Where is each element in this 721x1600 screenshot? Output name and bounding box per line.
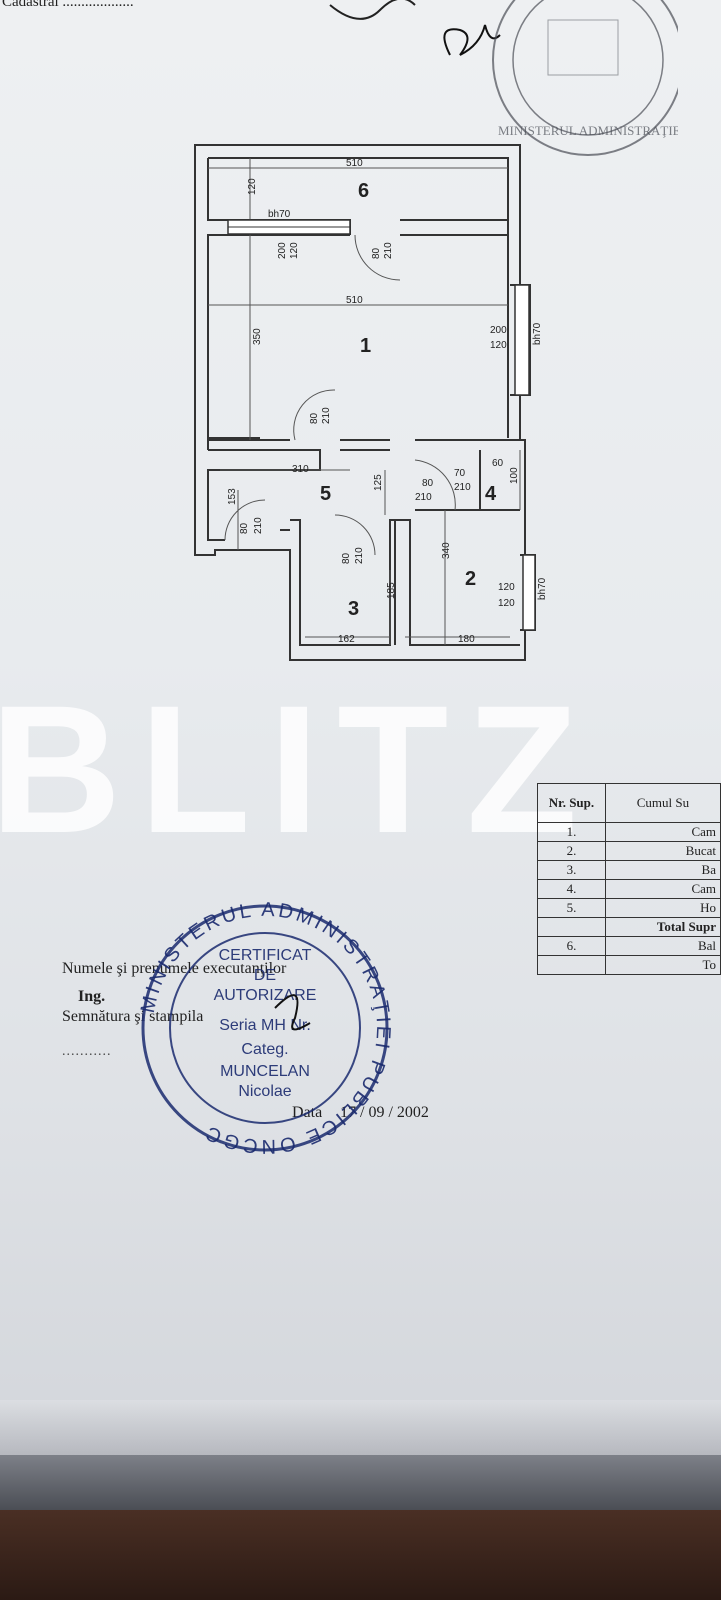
dim-win-right-label: bh70	[532, 322, 543, 345]
stamp-top-text: MINISTERUL ADMINISTRAŢIEI ONCGC	[498, 123, 678, 138]
table-cell: Bal	[604, 936, 721, 956]
handwritten-signature-top	[443, 24, 501, 56]
dim-w162: 162	[338, 634, 355, 645]
dim-door3-w: 80	[309, 412, 320, 424]
table-cell: 3.	[537, 860, 606, 880]
dim-door1-h: 120	[289, 242, 300, 259]
room-label-3: 3	[348, 598, 359, 620]
dim-hall-width: 310	[292, 464, 309, 475]
dim-door2-w: 80	[371, 247, 382, 259]
document-paper	[0, 0, 721, 1455]
dim-door6-h: 210	[354, 547, 365, 564]
dim-d210: 210	[454, 482, 471, 493]
binder-strip	[0, 1455, 721, 1510]
stamp-line-firstname: Nicolae	[238, 1083, 291, 1100]
dim-door5-w: 80	[239, 522, 250, 534]
authorization-stamp: MINISTERUL ADMINISTRAŢIEI PUBLICE ONCGC …	[137, 899, 391, 1157]
table-cell: 2.	[537, 841, 606, 861]
table-row: To	[537, 955, 721, 975]
room-label-2: 2	[465, 568, 476, 590]
table-cell: Cam	[604, 879, 721, 899]
watermark-text: BLITZ	[0, 700, 596, 840]
table-cell: 6.	[537, 936, 606, 956]
sign-label: Semnătura şi stampila	[62, 1008, 204, 1025]
dim-room1-height: 350	[252, 328, 263, 345]
table-cell: 4.	[537, 879, 606, 899]
dim-door4-w: 80	[422, 478, 434, 489]
table-cell: To	[604, 955, 721, 975]
dim-left-top: 120	[247, 178, 258, 195]
dim-door5-h: 210	[253, 517, 264, 534]
table-row: 3.Ba	[537, 860, 721, 880]
dim-d60: 60	[492, 458, 504, 469]
table-cell: Ba	[604, 860, 721, 880]
dim-d100: 100	[509, 467, 520, 484]
table-row: 6.Bal	[537, 936, 721, 956]
table-header-row: Nr. Sup. Cumul Su	[537, 783, 721, 823]
table-cell: Bucat	[604, 841, 721, 861]
stamp-line-name: MUNCELAN	[220, 1063, 310, 1080]
dim-door2-h: 210	[383, 242, 394, 259]
wooden-floor	[0, 1510, 721, 1600]
signature-dots: ...........	[62, 1044, 112, 1059]
dim-left-153: 153	[227, 488, 238, 505]
table-row: 1.Cam	[537, 822, 721, 842]
dim-top-width: 510	[346, 158, 363, 169]
table-cell	[537, 917, 606, 937]
blitz-watermark: BLITZ	[0, 700, 596, 840]
table-cell: Ho	[604, 898, 721, 918]
executant-name-label: Numele şi prenumele executanţilor	[62, 960, 287, 977]
dim-d70: 70	[454, 468, 466, 479]
room-label-6: 6	[358, 180, 369, 202]
table-row: 2.Bucat	[537, 841, 721, 861]
dim-win2-label: bh70	[537, 577, 548, 600]
room-label-1: 1	[360, 335, 371, 357]
dim-win-right-w: 200	[490, 325, 507, 336]
table-row: Total Supr	[537, 917, 721, 937]
dim-win2-h: 120	[498, 598, 515, 609]
dim-mid-width: 510	[346, 295, 363, 306]
stamp-top-right: MINISTERUL ADMINISTRAŢIEI ONCGC	[492, 0, 678, 156]
stamp-line-certificat: CERTIFICAT	[219, 947, 312, 964]
table-cell: Total Supr	[604, 917, 721, 937]
dim-win2-w: 120	[498, 582, 515, 593]
table-row: 4.Cam	[537, 879, 721, 899]
dim-hall-h: 125	[373, 474, 384, 491]
header-cumul: Cumul Su	[604, 783, 721, 823]
stamp-signature-scribble	[274, 994, 311, 1031]
stamp-line-seria: Seria MH Nr.	[219, 1017, 311, 1034]
surface-table: Nr. Sup. Cumul Su 1.Cam 2.Bucat 3.Ba 4.C…	[537, 783, 721, 975]
dim-w180: 180	[458, 634, 475, 645]
sheet-fold-shadow	[0, 1400, 721, 1460]
dim-window-top: bh70	[268, 209, 291, 220]
table-cell: 5.	[537, 898, 606, 918]
room-label-5: 5	[320, 483, 331, 505]
table-cell: 1.	[537, 822, 606, 842]
dim-h340: 340	[441, 542, 452, 559]
header-nr-sup: Nr. Sup.	[537, 783, 606, 823]
cadastral-label: Cadastral ...................	[2, 0, 134, 10]
table-row: 5.Ho	[537, 898, 721, 918]
ing-label: Ing.	[78, 988, 106, 1005]
table-cell: Cam	[604, 822, 721, 842]
dim-door6-w: 80	[341, 552, 352, 564]
dim-door3-h: 210	[321, 407, 332, 424]
floor-plan: 6 1 5 4 2 3 510 510 120 bh70 200 120 80 …	[194, 144, 548, 661]
dim-door4-h: 210	[415, 492, 432, 503]
dim-h185: 185	[386, 582, 397, 599]
stamp-line-categ: Categ.	[241, 1041, 288, 1058]
handwritten-mark-top	[329, 0, 416, 20]
date-value: 17 / 09 / 2002	[340, 1104, 429, 1121]
dim-door1-w: 200	[277, 242, 288, 259]
stamp-line-de: DE	[254, 967, 276, 984]
room-label-4: 4	[485, 483, 497, 505]
table-cell	[537, 955, 606, 975]
dim-win-right-h: 120	[490, 340, 507, 351]
stamp-line-autorizare: AUTORIZARE	[214, 987, 317, 1004]
